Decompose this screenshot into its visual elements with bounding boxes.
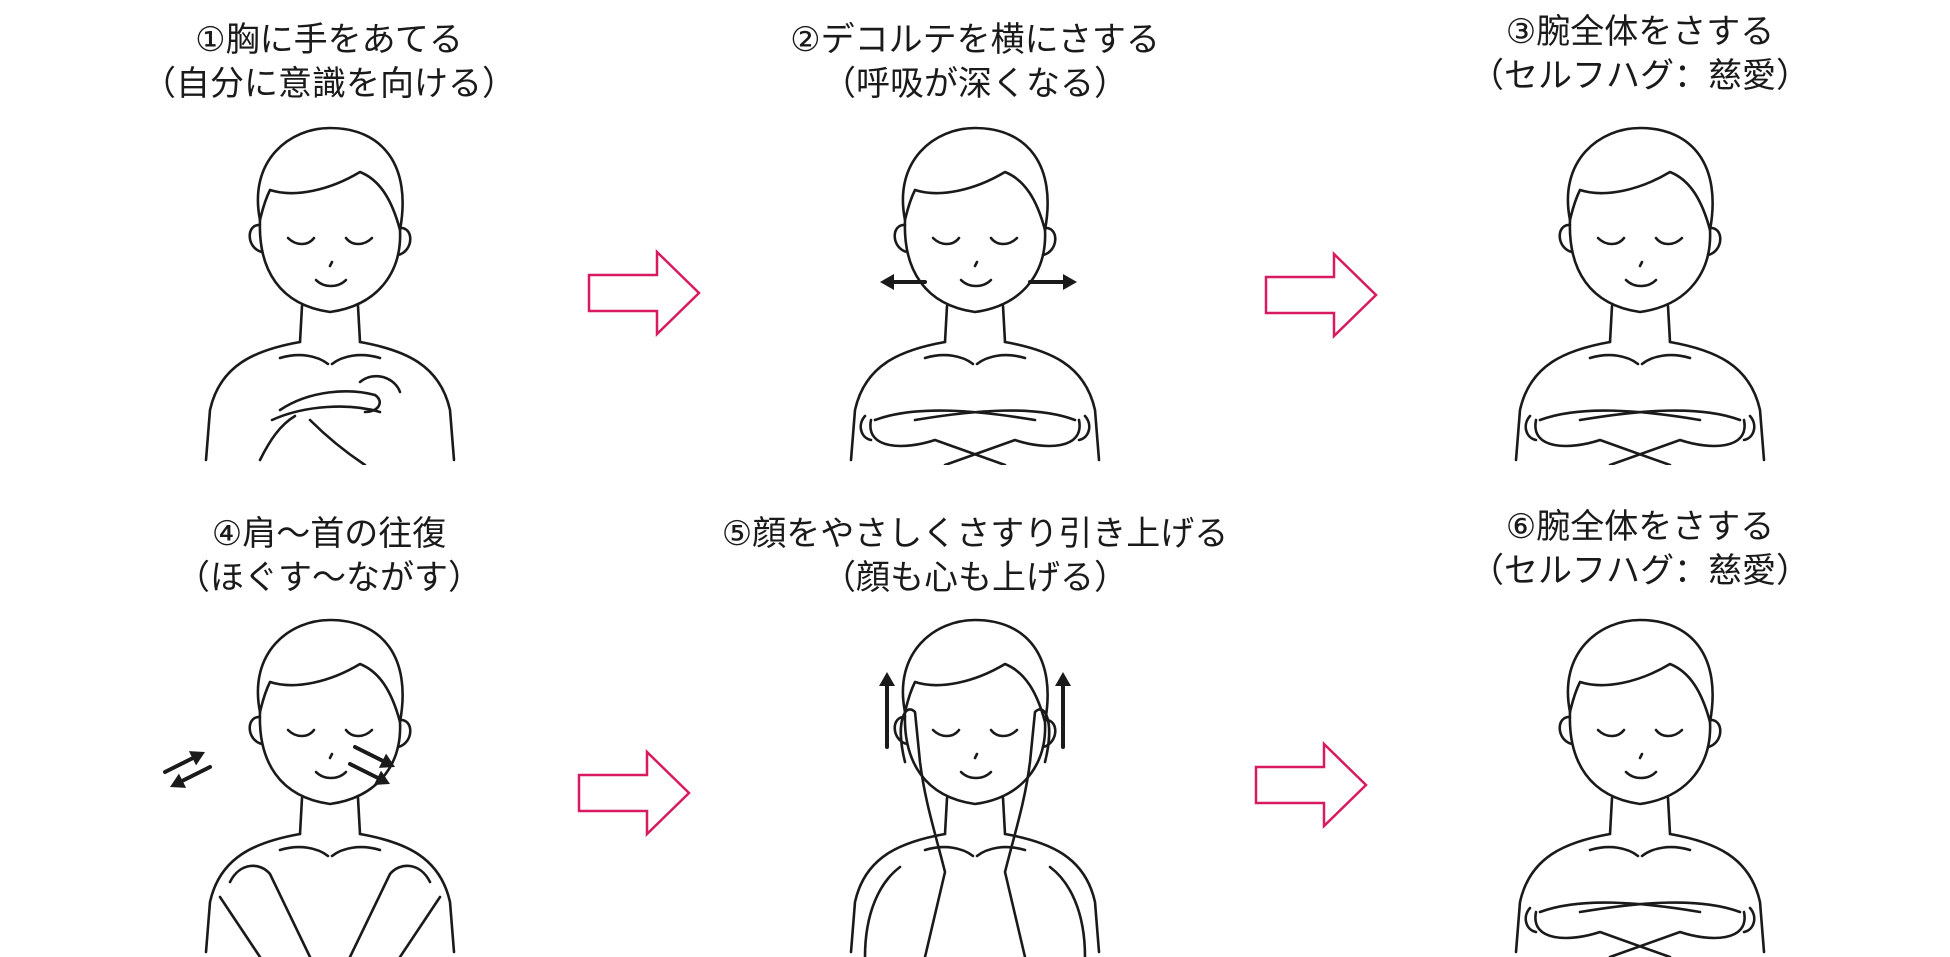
step-2-caption: ②デコルテを横にさする （呼吸が深くなる）: [790, 18, 1160, 106]
collarbones: [1590, 847, 1690, 856]
hands-on-shoulders: [220, 866, 440, 957]
step-6-title: ⑥腕全体をさする: [1470, 505, 1810, 549]
step-4-subtitle: （ほぐす～ながす）: [176, 556, 482, 600]
shoulders: [1516, 342, 1764, 460]
fingers: [1526, 416, 1755, 440]
step-1-subtitle: （自分に意識を向ける）: [142, 62, 516, 106]
arm-right: [1580, 903, 1745, 957]
eye-right: [991, 238, 1017, 244]
step-1-caption: ①胸に手をあてる （自分に意識を向ける）: [142, 18, 516, 106]
collarbones: [280, 847, 380, 856]
shoulders: [206, 342, 454, 460]
hair: [1568, 620, 1713, 722]
eye-right: [991, 730, 1017, 736]
hair: [1568, 128, 1713, 230]
mouth: [316, 772, 346, 778]
step-6-figure: [1470, 612, 1810, 957]
mouth: [1626, 280, 1656, 286]
motion-arrow-shaft: [355, 747, 382, 761]
step-2-subtitle: （呼吸が深くなる）: [790, 62, 1160, 106]
fingers: [1526, 908, 1755, 932]
shoulders: [851, 342, 1099, 460]
arm-right: [915, 411, 1080, 465]
right-outline-arrow-icon: [585, 248, 705, 338]
step-2-figure: [805, 120, 1145, 465]
step-5-caption: ⑤顔をやさしくさすり引き上げる （顔も心も上げる）: [722, 512, 1228, 600]
right-outline-arrow-icon: [575, 748, 695, 838]
step-5-subtitle: （顔も心も上げる）: [722, 556, 1228, 600]
right-outline-arrow-icon: [1252, 740, 1372, 830]
eye-right: [346, 730, 372, 736]
motion-arrow-head: [1055, 672, 1071, 686]
shoulders: [206, 834, 454, 952]
step-2-title: ②デコルテを横にさする: [790, 18, 1160, 62]
step-6-caption: ⑥腕全体をさする （セルフハグ：慈愛）: [1470, 505, 1810, 593]
nose: [1640, 754, 1642, 758]
shoulders: [851, 834, 1099, 952]
motion-arrow-head: [880, 274, 894, 290]
step-4-figure: [160, 612, 500, 957]
hands-on-chest: [260, 376, 400, 465]
step-4-caption: ④肩～首の往復 （ほぐす～ながす）: [176, 512, 482, 600]
step-3-figure: [1470, 120, 1810, 465]
motion-arrow-shaft: [183, 767, 210, 781]
collarbones: [280, 355, 380, 364]
motion-arrow-head: [879, 672, 895, 686]
step-3-caption: ③腕全体をさする （セルフハグ：慈愛）: [1470, 10, 1810, 98]
step-6-subtitle: （セルフハグ：慈愛）: [1470, 549, 1810, 593]
mouth: [961, 280, 991, 286]
hair: [903, 128, 1048, 230]
arm-right: [1580, 411, 1745, 465]
step-1-title: ①胸に手をあてる: [142, 18, 516, 62]
step-3-title: ③腕全体をさする: [1470, 10, 1810, 54]
collarbones: [925, 355, 1025, 364]
arm-left: [1535, 411, 1700, 465]
step-3-subtitle: （セルフハグ：慈愛）: [1470, 54, 1810, 98]
arm-left: [870, 411, 1035, 465]
shoulders: [1516, 834, 1764, 952]
hair: [258, 620, 403, 722]
right-outline-arrow-icon: [1262, 250, 1382, 340]
motion-arrow-head: [1063, 274, 1077, 290]
step-5-title: ⑤顔をやさしくさすり引き上げる: [722, 512, 1228, 556]
nose: [330, 262, 332, 266]
nose: [1640, 262, 1642, 266]
step-1-figure: [160, 120, 500, 465]
mouth: [316, 280, 346, 286]
eye-left: [1598, 238, 1624, 244]
hair: [258, 128, 403, 230]
eye-right: [346, 238, 372, 244]
collarbones: [1590, 355, 1690, 364]
step-5-figure: [805, 612, 1145, 957]
mouth: [961, 772, 991, 778]
fingers: [861, 416, 1090, 440]
nose: [975, 262, 977, 266]
step-4-title: ④肩～首の往復: [176, 512, 482, 556]
nose: [975, 754, 977, 758]
eye-right: [1656, 238, 1682, 244]
motion-arrow-shaft: [350, 764, 377, 778]
hair: [903, 620, 1048, 722]
arm-left: [1535, 903, 1700, 957]
eye-left: [288, 730, 314, 736]
eye-left: [288, 238, 314, 244]
hands-on-face: [865, 709, 1085, 957]
nose: [330, 754, 332, 758]
eye-left: [1598, 730, 1624, 736]
eye-left: [933, 730, 959, 736]
eye-left: [933, 238, 959, 244]
eye-right: [1656, 730, 1682, 736]
mouth: [1626, 772, 1656, 778]
motion-arrow-shaft: [165, 758, 192, 772]
